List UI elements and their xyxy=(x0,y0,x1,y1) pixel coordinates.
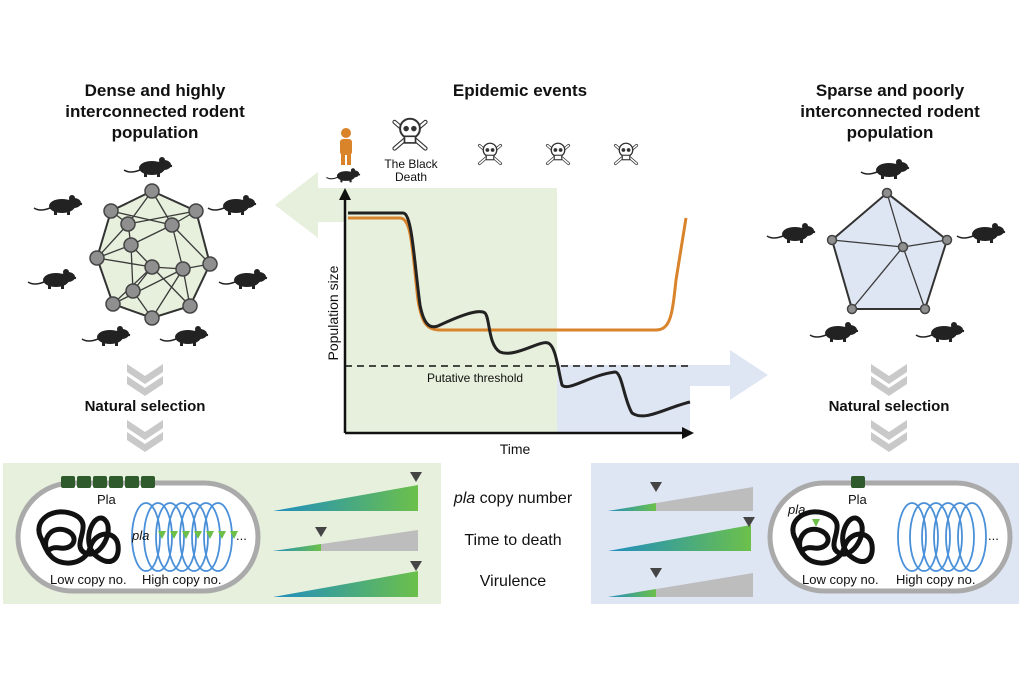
threshold-label: Putative threshold xyxy=(426,371,524,385)
right-pla-protein-label: Pla xyxy=(848,492,867,507)
left-pla-gene-label: pla xyxy=(132,528,150,543)
rat-icon xyxy=(860,158,910,180)
rat-icon xyxy=(915,321,965,343)
y-axis-label: Population size xyxy=(325,265,341,361)
left-pla-proteins xyxy=(61,476,155,488)
left-chevrons-bottom xyxy=(127,420,163,452)
right-title-line3: population xyxy=(846,123,934,142)
right-high-copy-label: High copy no. xyxy=(896,572,976,587)
left-high-copy-label: High copy no. xyxy=(142,572,222,587)
sparse-network xyxy=(826,187,953,315)
right-pla-protein xyxy=(851,476,865,488)
triangle-marker-icon xyxy=(650,568,662,578)
green-zone xyxy=(345,188,557,433)
left-pla-markers xyxy=(158,531,238,539)
virulence-label: Virulence xyxy=(479,573,547,590)
right-chevrons-bottom xyxy=(871,420,907,452)
left-chevrons-top xyxy=(127,364,163,396)
black-death-line2: Death xyxy=(394,170,428,184)
right-bar-virulence xyxy=(608,568,753,597)
rat-icon xyxy=(325,167,361,183)
left-title-line2: interconnected rodent xyxy=(65,102,245,121)
right-plasmids xyxy=(897,502,987,572)
pla-copy-number-label: pla copy number xyxy=(413,490,613,508)
rat-icon xyxy=(33,194,83,216)
left-bar-pla-copy xyxy=(273,472,422,511)
pla-italic: pla xyxy=(453,490,476,507)
rat-icon xyxy=(956,222,1006,244)
black-curve xyxy=(348,211,691,418)
skull-crossbones-icon xyxy=(395,119,426,149)
skull-crossbones-icon xyxy=(546,141,570,165)
right-arrow xyxy=(690,350,768,400)
left-arrow xyxy=(275,172,345,238)
rat-icon xyxy=(809,321,859,343)
triangle-marker-icon xyxy=(650,482,662,492)
right-bar-time-to-death xyxy=(608,517,755,551)
skull-crossbones-icon xyxy=(478,141,502,165)
copy-number-text: copy number xyxy=(475,490,573,507)
center-title: Epidemic events xyxy=(452,81,588,100)
x-axis-arrowhead xyxy=(682,427,694,439)
time-to-death-label: Time to death xyxy=(464,532,562,549)
right-ellipsis: ... xyxy=(988,528,999,543)
human-icon xyxy=(340,128,352,165)
right-title: Sparse and poorly interconnected rodent … xyxy=(765,80,1015,143)
left-chromosome xyxy=(36,509,121,566)
left-title: Dense and highly interconnected rodent p… xyxy=(30,80,280,143)
left-bar-time-to-death xyxy=(273,527,418,551)
left-plasmids xyxy=(131,502,233,572)
skull-crossbones-icon xyxy=(614,141,638,165)
left-natural-selection: Natural selection xyxy=(84,398,206,415)
blue-zone xyxy=(557,365,690,433)
left-pla-protein-label: Pla xyxy=(97,492,116,507)
rat-icon xyxy=(159,325,209,347)
left-title-line3: population xyxy=(111,123,199,142)
right-title-line2: interconnected rodent xyxy=(800,102,980,121)
rat-icon xyxy=(123,156,173,178)
right-title-line1: Sparse and poorly xyxy=(815,81,965,100)
black-death-label: The Black Death xyxy=(375,158,447,184)
rat-icon xyxy=(81,325,131,347)
left-bar-virulence xyxy=(273,561,422,597)
rat-icon xyxy=(766,222,816,244)
triangle-marker-icon xyxy=(315,527,327,537)
left-title-line1: Dense and highly xyxy=(84,81,226,100)
rat-icon xyxy=(218,268,268,290)
rat-icon xyxy=(207,194,257,216)
right-chromosome xyxy=(790,509,875,566)
rat-icon xyxy=(27,268,77,290)
triangle-marker-icon xyxy=(410,561,422,571)
triangle-marker-icon xyxy=(410,472,422,482)
left-ellipsis: ... xyxy=(236,528,247,543)
right-low-copy-label: Low copy no. xyxy=(802,572,879,587)
right-natural-selection: Natural selection xyxy=(828,398,950,415)
triangle-marker-icon xyxy=(743,517,755,527)
right-pla-gene-label: pla xyxy=(788,502,806,517)
dense-network xyxy=(89,183,218,326)
right-pla-marker xyxy=(812,519,820,527)
black-death-line1: The Black xyxy=(384,157,438,171)
left-low-copy-label: Low copy no. xyxy=(50,572,127,587)
right-bar-pla-copy xyxy=(608,482,753,511)
right-chevrons-top xyxy=(871,364,907,396)
x-axis-label: Time xyxy=(499,441,531,457)
y-axis-arrowhead xyxy=(339,188,351,200)
